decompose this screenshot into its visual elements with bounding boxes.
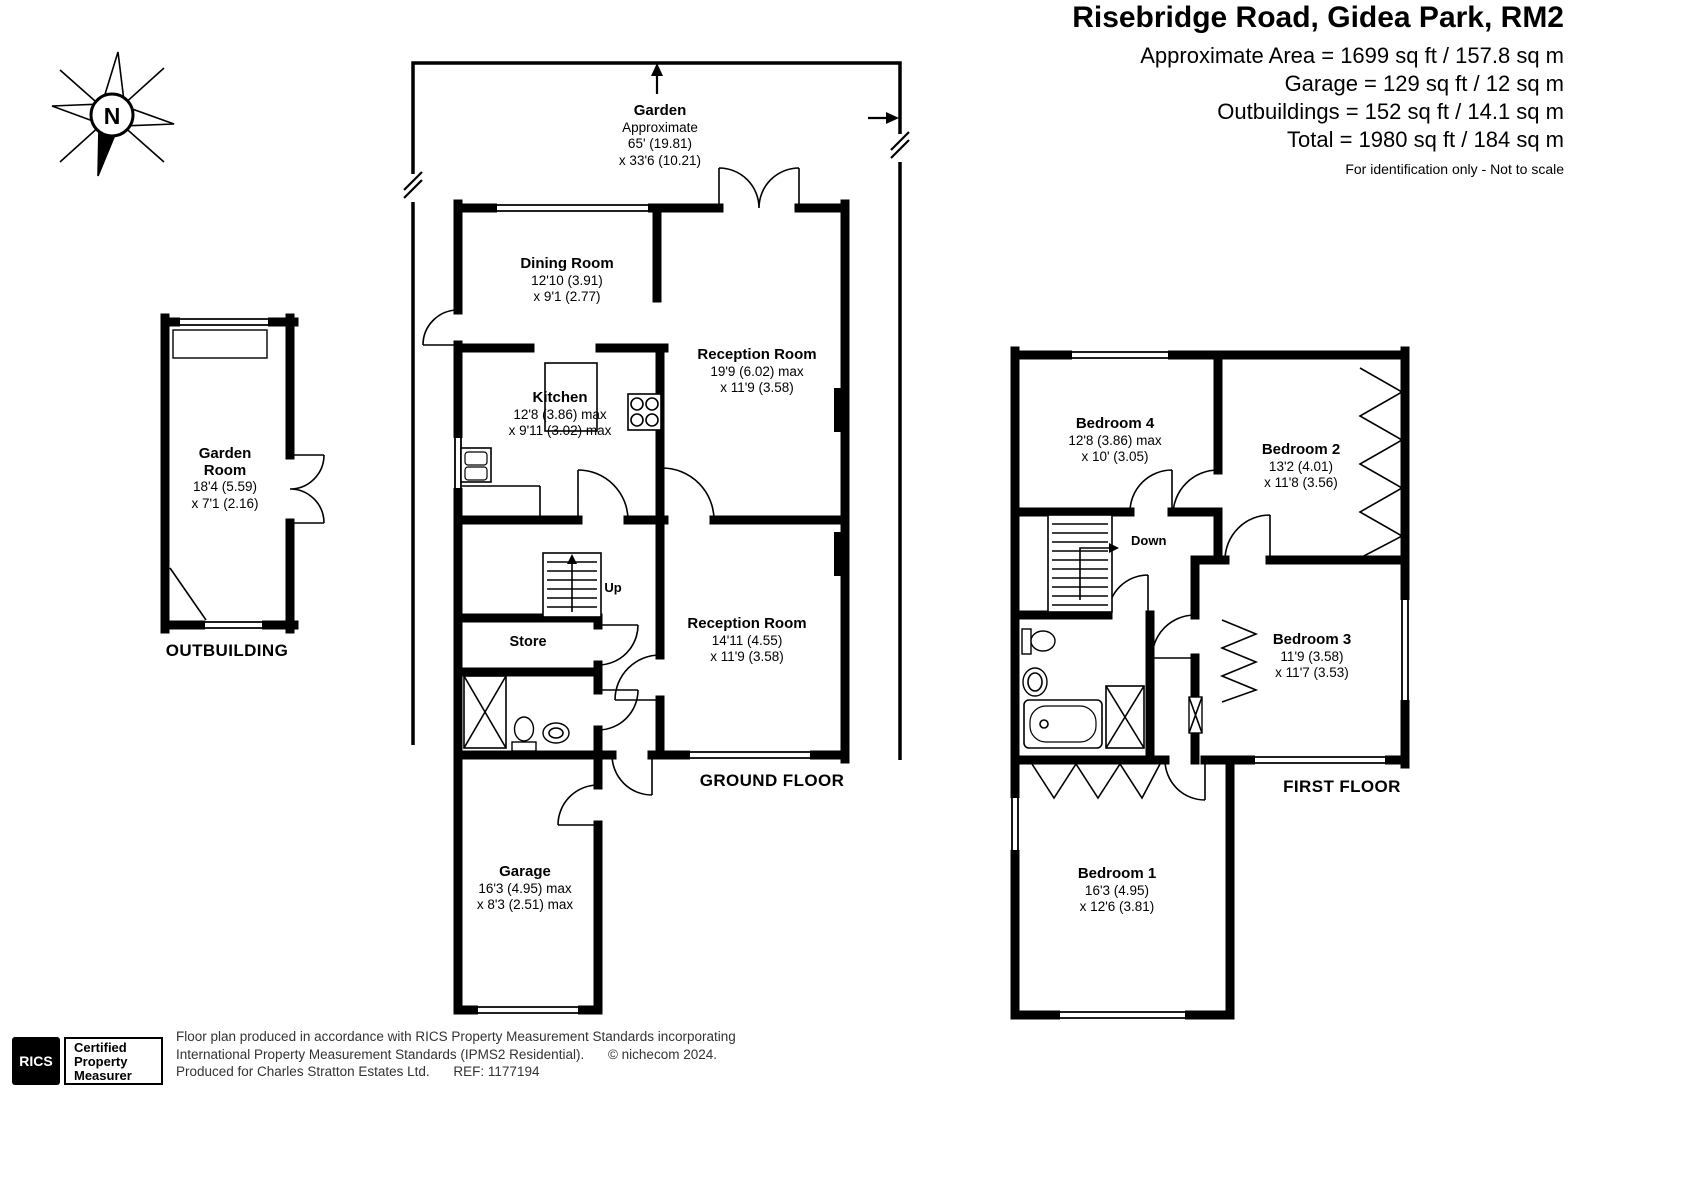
wardrobe-zigzag — [1031, 762, 1161, 800]
stairs-down-icon — [1047, 514, 1119, 613]
window — [478, 1005, 578, 1015]
window — [1010, 798, 1020, 850]
page-title: Risebridge Road, Gidea Park, RM2 — [1072, 1, 1564, 34]
caption-first-floor: FIRST FLOOR — [1283, 777, 1401, 796]
footer-copyright: © nichecom 2024. — [607, 1046, 717, 1062]
room-label-bedroom1: Bedroom 1 16'3 (4.95) x 12'6 (3.81) — [1077, 865, 1157, 914]
disclaimer: For identification only - Not to scale — [1345, 161, 1564, 177]
footer-line3: Produced for Charles Stratton Estates Lt… — [176, 1064, 430, 1079]
basin-icon — [1022, 667, 1048, 697]
room-label-reception1: Reception Room 19'9 (6.02) max x 11'9 (3… — [697, 346, 817, 395]
garden-label: Garden Approximate 65' (19.81) x 33'6 (1… — [618, 102, 702, 168]
footer-line1: Floor plan produced in accordance with R… — [176, 1029, 736, 1044]
window — [1072, 350, 1168, 360]
area-line: Garage = 129 sq ft / 12 sq m — [1284, 71, 1564, 96]
area-line: Total = 1980 sq ft / 184 sq m — [1287, 127, 1564, 152]
outbuilding-plan — [160, 313, 325, 634]
bench — [172, 329, 268, 359]
corner-unit — [169, 567, 207, 621]
kitchen-sink-icon — [460, 447, 492, 483]
room-label-garage: Garage 16'3 (4.95) max x 8'3 (2.51) max — [476, 863, 574, 912]
window — [497, 203, 648, 213]
kitchen-island — [544, 362, 598, 432]
footer-ref: REF: 1177194 — [453, 1064, 540, 1079]
rics-logo: RICS — [12, 1037, 60, 1085]
kitchen-counter — [462, 485, 541, 518]
outbuilding-walls — [160, 313, 299, 634]
room-label-bedroom2: Bedroom 2 13'2 (4.01) x 11'8 (3.56) — [1261, 441, 1341, 490]
stairs-up-icon — [542, 552, 602, 618]
stairs-down-label: Down — [1131, 533, 1167, 548]
window — [1255, 755, 1385, 765]
toilet-icon — [511, 716, 537, 752]
chimney-breast — [834, 388, 845, 432]
garden-dimension-arrows — [651, 63, 899, 124]
room-label-dining: Dining Room 12'10 (3.91) x 9'1 (2.77) — [520, 255, 614, 304]
caption-outbuilding: OUTBUILDING — [165, 641, 289, 660]
window — [180, 317, 268, 327]
towel-rail-icon — [1188, 696, 1203, 734]
wardrobe-zigzag — [1219, 619, 1259, 703]
toilet-icon — [1021, 628, 1056, 655]
first-floor-walls — [1010, 346, 1410, 1020]
shower-icon — [463, 675, 507, 749]
first-floor-plan — [1010, 346, 1410, 1020]
footer-text: Floor plan produced in accordance with R… — [176, 1028, 736, 1081]
rics-badge: Certified Property Measurer — [64, 1037, 163, 1085]
garden-boundary — [403, 61, 910, 760]
door-arcs-ground — [422, 167, 800, 826]
door-arcs-first — [1107, 469, 1271, 801]
basin-icon — [542, 722, 570, 744]
shower-icon — [1105, 685, 1145, 749]
chimney-breast — [834, 532, 845, 576]
header: Risebridge Road, Gidea Park, RM2 Approxi… — [1072, 0, 1564, 177]
caption-ground-floor: GROUND FLOOR — [699, 771, 845, 790]
ground-floor-walls — [453, 199, 850, 1015]
hob-icon — [627, 393, 662, 431]
area-line: Outbuildings = 152 sq ft / 14.1 sq m — [1217, 99, 1564, 124]
room-label-bedroom4: Bedroom 4 12'8 (3.86) max x 10' (3.05) — [1068, 415, 1162, 464]
room-label-reception2: Reception Room 14'11 (4.55) x 11'9 (3.58… — [687, 615, 807, 664]
door-arcs-outbuilding — [289, 454, 325, 524]
bathtub-icon — [1023, 699, 1103, 749]
ground-floor-plan — [422, 167, 850, 1015]
compass-icon: N — [51, 51, 175, 177]
window — [1400, 600, 1410, 700]
window — [690, 750, 810, 760]
room-label-garden-room: Garden Room 18'4 (5.59) x 7'1 (2.16) — [191, 445, 259, 511]
compass-north-label: N — [104, 103, 121, 129]
stairs-up-label: Up — [604, 580, 622, 595]
room-label-kitchen: Kitchen 12'8 (3.86) max x 9'11 (3.02) ma… — [508, 389, 612, 438]
room-label-bedroom3: Bedroom 3 11'9 (3.58) x 11'7 (3.53) — [1272, 631, 1352, 680]
room-label-store: Store — [509, 634, 547, 650]
footer-line2: International Property Measurement Stand… — [176, 1046, 585, 1062]
area-line: Approximate Area = 1699 sq ft / 157.8 sq… — [1140, 43, 1564, 68]
bay-window-zigzag — [1358, 367, 1404, 559]
window — [205, 620, 262, 630]
window — [1060, 1010, 1185, 1020]
